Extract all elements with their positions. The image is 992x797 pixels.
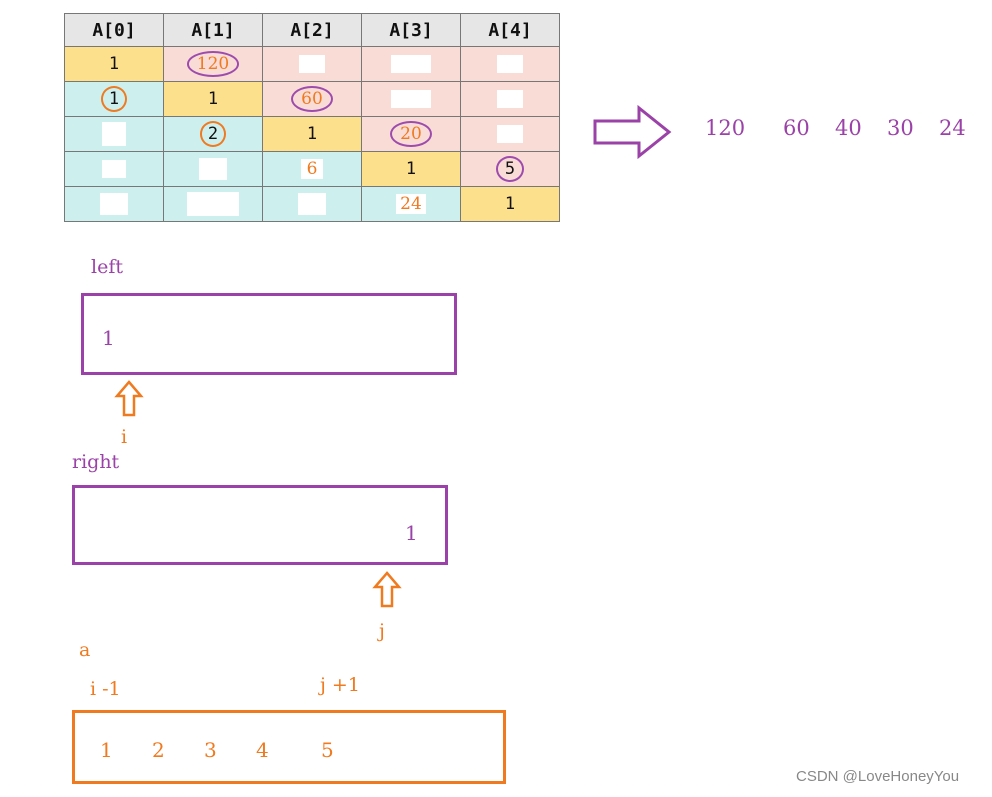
table-cell: 20 xyxy=(361,116,461,152)
table-cell: 1 xyxy=(262,116,362,152)
header-a1: A[1] xyxy=(163,13,263,47)
table-cell: 1 xyxy=(163,81,263,117)
pointer-j: j xyxy=(379,620,385,642)
a-label: a xyxy=(79,639,91,661)
watermark: CSDN @LoveHoneyYou xyxy=(796,768,960,785)
header-a0: A[0] xyxy=(64,13,164,47)
right-arrow-icon xyxy=(593,105,672,159)
table-cell: 120 xyxy=(163,46,263,82)
circled-value: 120 xyxy=(186,51,240,77)
right-value: 1 xyxy=(405,521,418,545)
table-cell xyxy=(460,46,560,82)
table-cell xyxy=(262,186,362,222)
table-cell: 1 xyxy=(64,46,164,82)
table-cell: 1 xyxy=(460,186,560,222)
a-array-box: 1 2 3 4 5 xyxy=(72,710,506,784)
left-array-box: 1 xyxy=(81,293,457,375)
circled-value: 1 xyxy=(100,86,128,112)
a-value: 2 xyxy=(152,738,165,762)
product-table: A[0] A[1] A[2] A[3] A[4] 1 120 1 1 60 2 … xyxy=(64,13,560,222)
table-cell xyxy=(163,186,263,222)
table-row: 1 120 xyxy=(64,46,560,82)
table-cell: 2 xyxy=(163,116,263,152)
a-value: 1 xyxy=(100,738,113,762)
header-a2: A[2] xyxy=(262,13,362,47)
table-row: 1 1 60 xyxy=(64,81,560,117)
table-cell xyxy=(262,46,362,82)
right-array-box: 1 xyxy=(72,485,448,565)
left-label: left xyxy=(91,256,123,278)
left-value: 1 xyxy=(102,326,115,350)
marker-j-plus-1: j +1 xyxy=(320,674,360,696)
pointer-i: i xyxy=(121,426,128,448)
table-cell: 1 xyxy=(361,151,461,187)
result-value: 30 xyxy=(887,116,914,140)
result-list: 120 60 40 30 24 xyxy=(705,116,985,144)
table-row: 6 1 5 xyxy=(64,151,560,187)
table-cell xyxy=(361,81,461,117)
result-value: 40 xyxy=(835,116,862,140)
a-value: 5 xyxy=(321,738,334,762)
circled-value: 20 xyxy=(390,121,432,147)
a-value: 3 xyxy=(204,738,217,762)
table-row: 2 1 20 xyxy=(64,116,560,152)
table-row: 24 1 xyxy=(64,186,560,222)
up-arrow-icon xyxy=(114,380,144,417)
table-cell xyxy=(460,116,560,152)
table-cell xyxy=(460,81,560,117)
table-cell: 1 xyxy=(64,81,164,117)
a-value: 4 xyxy=(256,738,269,762)
circled-value: 5 xyxy=(495,156,525,182)
table-cell xyxy=(64,186,164,222)
circled-value: 2 xyxy=(199,121,227,147)
header-a3: A[3] xyxy=(361,13,461,47)
table-cell xyxy=(163,151,263,187)
right-label: right xyxy=(72,451,120,473)
circled-value: 60 xyxy=(291,86,333,112)
up-arrow-icon xyxy=(372,571,402,608)
table-cell: 6 xyxy=(262,151,362,187)
table-cell xyxy=(361,46,461,82)
marker-i-minus-1: i -1 xyxy=(90,678,121,700)
table-cell: 5 xyxy=(460,151,560,187)
result-value: 60 xyxy=(783,116,810,140)
result-value: 24 xyxy=(939,116,966,140)
table-cell: 24 xyxy=(361,186,461,222)
result-value: 120 xyxy=(705,116,746,140)
table-cell: 60 xyxy=(262,81,362,117)
header-a4: A[4] xyxy=(460,13,560,47)
table-header-row: A[0] A[1] A[2] A[3] A[4] xyxy=(64,13,560,47)
table-cell xyxy=(64,116,164,152)
table-cell xyxy=(64,151,164,187)
